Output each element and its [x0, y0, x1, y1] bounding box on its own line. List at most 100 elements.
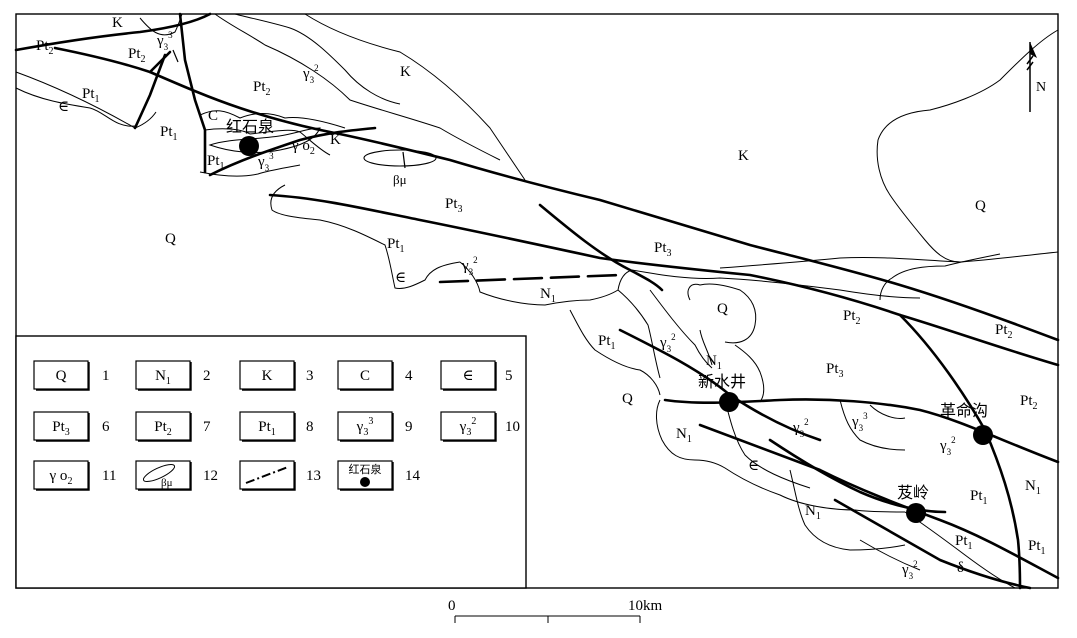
legend-label: Q — [56, 368, 67, 384]
legend-label: N1 — [155, 368, 171, 387]
town-label-xinshuijing: 新水井 — [698, 372, 746, 391]
svg-text:Q: Q — [717, 301, 728, 317]
svg-text:Q: Q — [165, 231, 176, 247]
svg-text:K: K — [330, 132, 341, 148]
town-label-hongshiquan: 红石泉 — [226, 117, 274, 136]
svg-text:Q: Q — [975, 198, 986, 214]
svg-text:Pt1: Pt1 — [1028, 538, 1046, 557]
town-dot-icon — [973, 425, 993, 445]
map-frame — [15, 13, 1059, 589]
scale-end: 10km — [628, 598, 663, 614]
svg-text:γ32: γ32 — [792, 417, 809, 439]
legend-swatch — [440, 360, 496, 390]
svg-text:Pt1: Pt1 — [160, 124, 178, 143]
north-arrow-icon: N — [1026, 42, 1046, 112]
svg-text:Pt3: Pt3 — [654, 240, 672, 259]
contact-lines — [15, 13, 1059, 589]
svg-text:N1: N1 — [706, 353, 722, 372]
svg-text:Pt1: Pt1 — [387, 236, 405, 255]
dike-ellipse-icon — [142, 464, 176, 482]
svg-text:γ32: γ32 — [461, 255, 478, 277]
label-K-north: K — [400, 64, 411, 80]
legend-number: 5 — [505, 368, 513, 384]
legend-swatch — [337, 360, 393, 390]
svg-text:Pt2: Pt2 — [253, 79, 271, 98]
legend-label: γ33 — [356, 416, 374, 438]
map-labels: K Pt2 Pt2 γ33 γ32 K Pt1 ∈ Pt2 C Pt1 Pt1 … — [36, 15, 1046, 581]
svg-text:γ33: γ33 — [156, 30, 173, 52]
legend-swatch — [135, 411, 191, 441]
legend-swatch — [33, 360, 89, 390]
svg-text:N1: N1 — [676, 426, 692, 445]
legend-swatch — [135, 360, 191, 390]
legend-number: 14 — [405, 468, 421, 484]
svg-text:γ33: γ33 — [257, 151, 274, 173]
svg-text:∈: ∈ — [748, 458, 759, 474]
scale-start: 0 — [448, 598, 456, 614]
town-dot-icon — [719, 392, 739, 412]
svg-text:βμ: βμ — [393, 172, 407, 187]
label-K-top: K — [112, 15, 123, 31]
svg-text:Pt1: Pt1 — [970, 488, 988, 507]
svg-text:Q: Q — [622, 391, 633, 407]
svg-text:Pt1: Pt1 — [82, 86, 100, 105]
legend-number: 13 — [306, 468, 321, 484]
legend-number: 12 — [203, 468, 218, 484]
legend-number: 8 — [306, 419, 314, 435]
legend-label: C — [360, 368, 370, 384]
town-label-baling: 芨岭 — [897, 483, 929, 502]
svg-text:γ32: γ32 — [939, 435, 956, 457]
legend-number: 11 — [102, 468, 116, 484]
svg-text:γ32: γ32 — [901, 559, 918, 581]
scale-bar: 0 10km — [448, 598, 663, 623]
north-label: N — [1036, 80, 1046, 95]
legend-label: βμ — [161, 477, 173, 489]
legend-label: γ32 — [459, 416, 477, 438]
svg-text:Pt2: Pt2 — [995, 322, 1013, 341]
svg-text:Pt1: Pt1 — [207, 153, 225, 172]
svg-text:Pt3: Pt3 — [445, 196, 463, 215]
svg-text:γ32: γ32 — [302, 63, 319, 85]
legend-number: 9 — [405, 419, 413, 435]
svg-text:Pt1: Pt1 — [598, 333, 616, 352]
town-dot-icon — [906, 503, 926, 523]
svg-text:N1: N1 — [805, 503, 821, 522]
legend-label: 红石泉 — [349, 462, 382, 476]
legend-swatch — [33, 460, 89, 490]
svg-text:δ: δ — [957, 560, 964, 576]
svg-text:Pt1: Pt1 — [955, 533, 973, 552]
dike-ellipse-icon — [363, 149, 437, 167]
svg-text:∈: ∈ — [395, 270, 406, 286]
legend-label: γ o2 — [49, 468, 73, 487]
legend-number: 2 — [203, 368, 211, 384]
town-dot-icon — [360, 477, 370, 487]
legend-number: 3 — [306, 368, 314, 384]
svg-text:Pt3: Pt3 — [826, 361, 844, 380]
town-dot-icon — [239, 136, 259, 156]
legend-label: Pt2 — [154, 419, 172, 438]
legend-swatch — [33, 411, 89, 441]
legend-label: Pt1 — [258, 419, 276, 438]
svg-text:N1: N1 — [1025, 478, 1041, 497]
legend-swatch — [135, 460, 191, 490]
legend-number: 6 — [102, 419, 110, 435]
legend-number: 7 — [203, 419, 211, 435]
svg-text:N1: N1 — [540, 286, 556, 305]
svg-text:Pt2: Pt2 — [128, 46, 146, 65]
legend-number: 10 — [505, 419, 520, 435]
svg-text:∈: ∈ — [58, 99, 69, 115]
legend-swatch — [337, 411, 393, 441]
legend-label: K — [262, 368, 273, 384]
town-label-geminggou: 革命沟 — [940, 401, 988, 420]
fault-line-icon — [245, 466, 289, 484]
legend-swatch — [440, 411, 496, 441]
svg-text:γ32: γ32 — [659, 332, 676, 354]
legend-label: ∈ — [462, 368, 473, 384]
svg-text:γ33: γ33 — [851, 411, 868, 433]
legend-swatch — [239, 360, 295, 390]
legend-number: 1 — [102, 368, 110, 384]
svg-text:Pt2: Pt2 — [843, 308, 861, 327]
svg-text:Pt2: Pt2 — [1020, 393, 1038, 412]
